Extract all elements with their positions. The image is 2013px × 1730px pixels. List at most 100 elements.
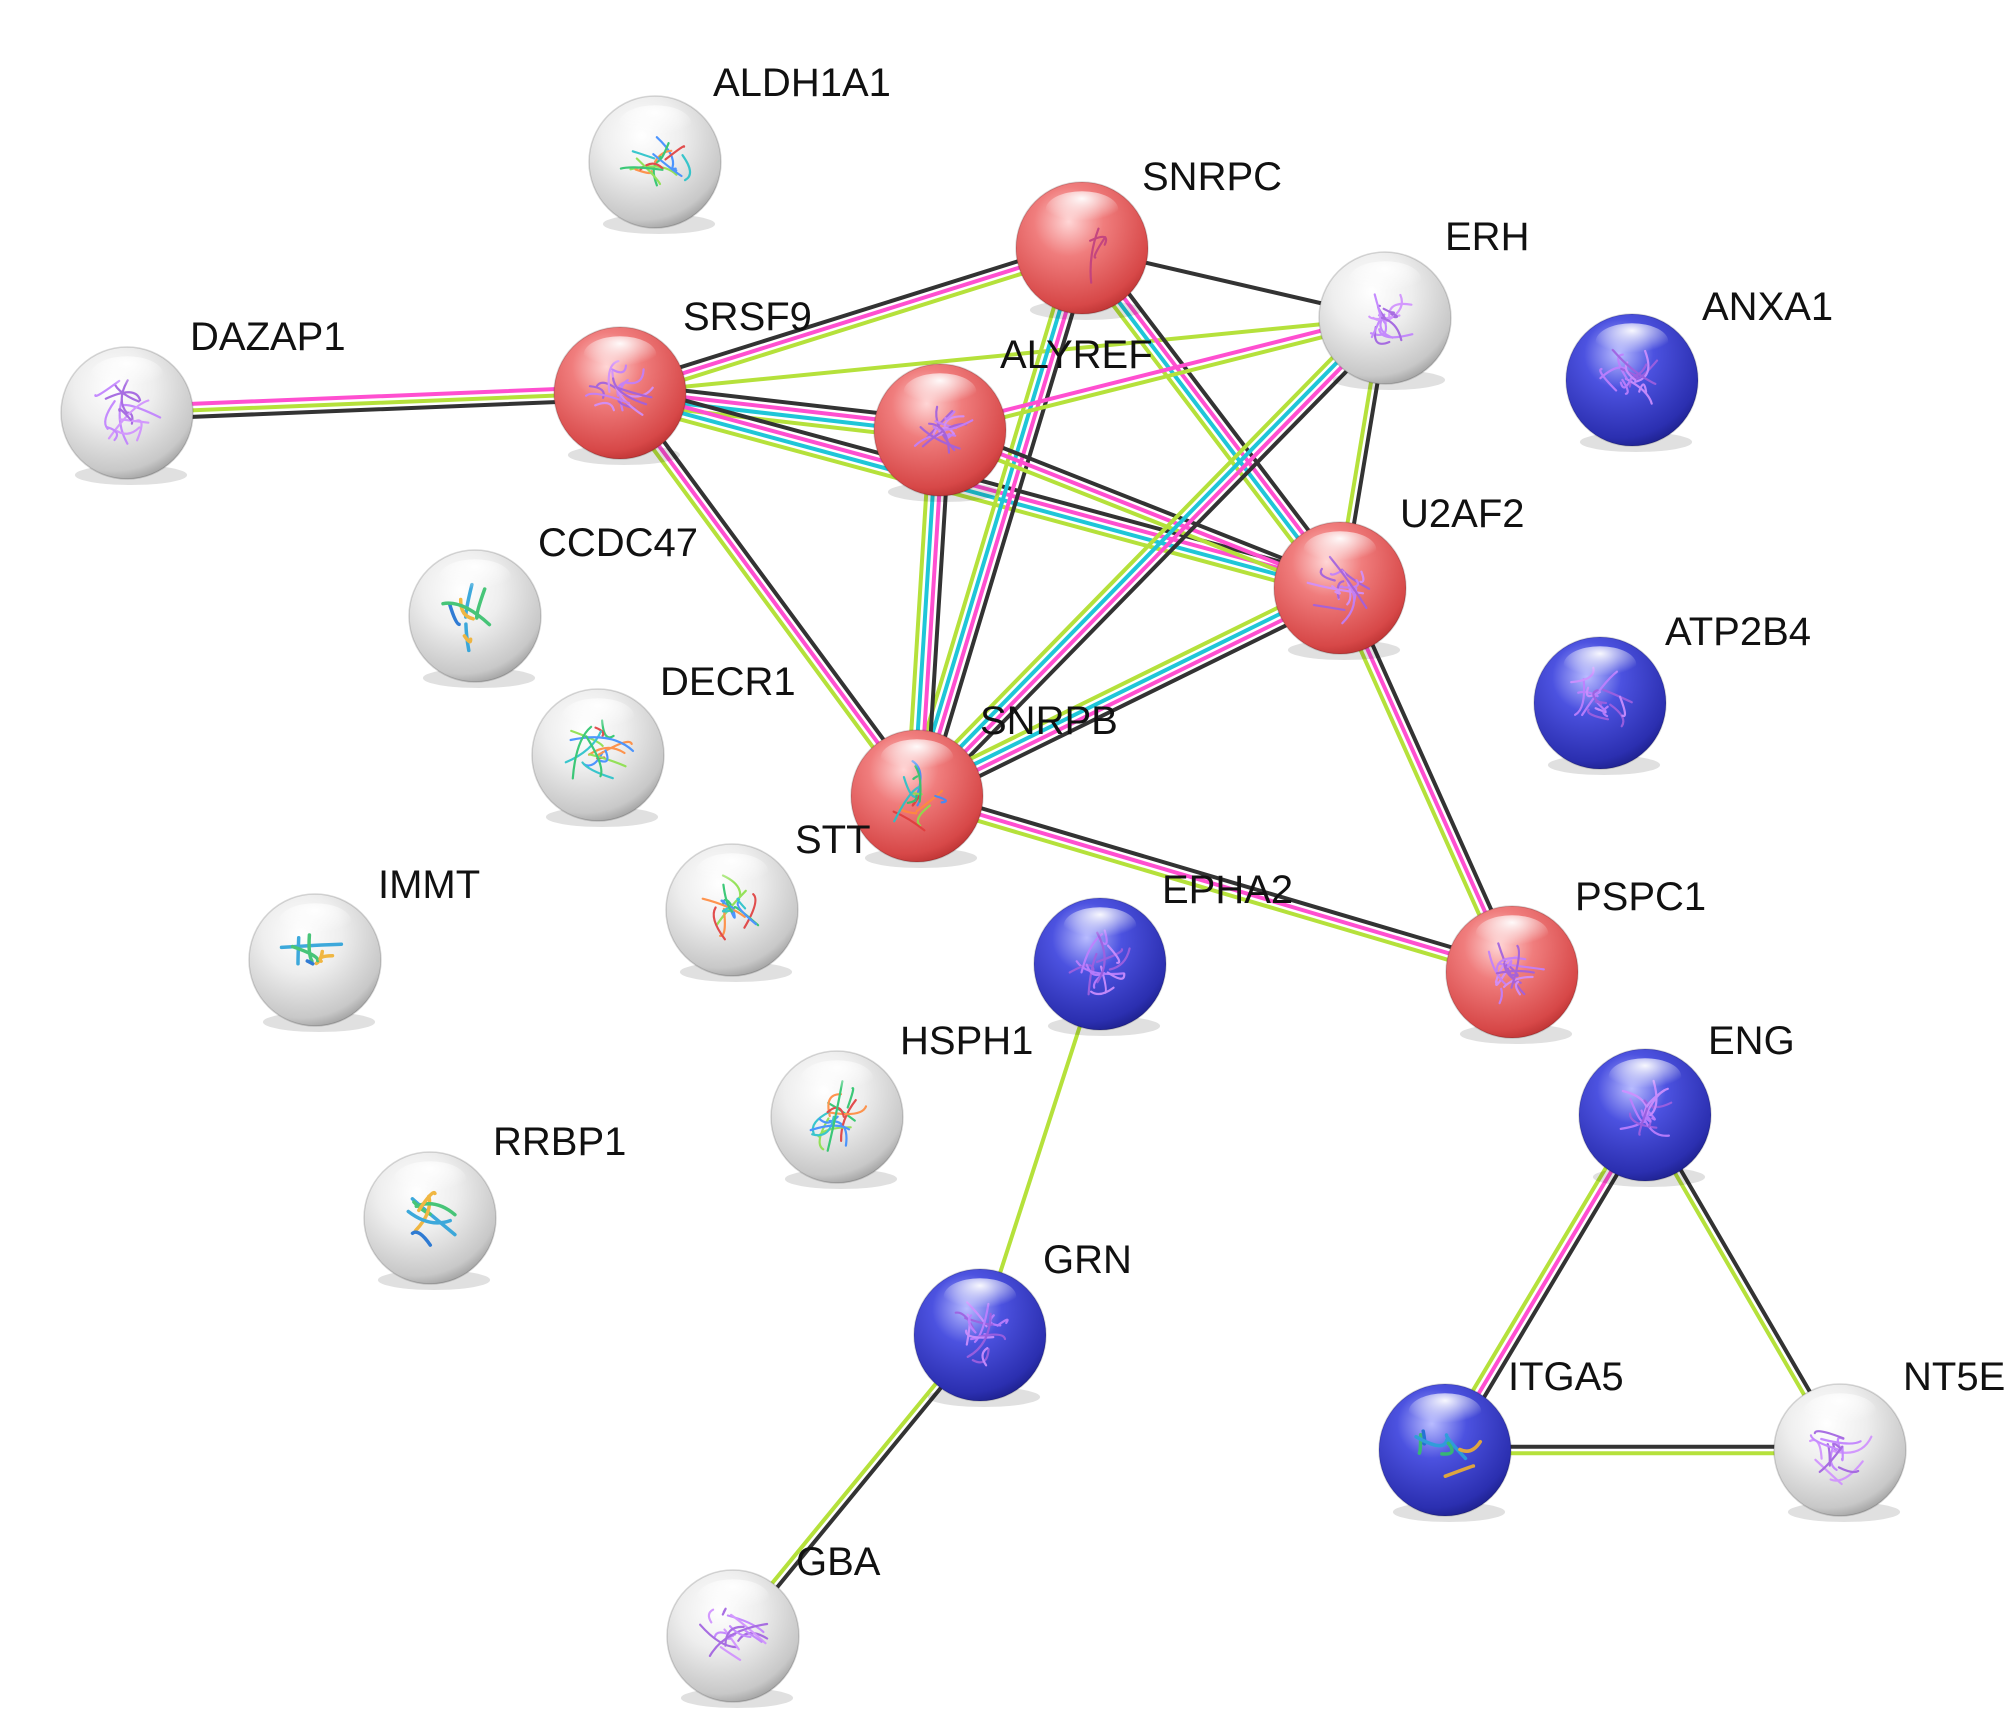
node-label-grn: GRN <box>1043 1238 1132 1282</box>
node-epha2[interactable]: EPHA2 <box>1033 868 1293 1036</box>
node-immt[interactable]: IMMT <box>248 863 480 1032</box>
edge-line-green <box>908 309 1381 792</box>
node-gba[interactable]: GBA <box>666 1540 881 1708</box>
protein-structure-icon <box>913 405 974 454</box>
node-highlight <box>1408 1393 1482 1431</box>
node-highlight <box>1475 915 1549 953</box>
node-aldh1a1[interactable]: ALDH1A1 <box>588 61 891 234</box>
node-anxa1[interactable]: ANXA1 <box>1565 285 1833 452</box>
node-highlight <box>393 1161 467 1199</box>
node-snrpc[interactable]: SNRPC <box>1015 155 1282 320</box>
edge-srsf9-snrpc[interactable] <box>616 239 1086 402</box>
node-label-ccdc47: CCDC47 <box>538 521 698 565</box>
edge-line-pink <box>124 384 622 409</box>
protein-structure-icon <box>954 1301 1009 1367</box>
node-srsf9[interactable]: SRSF9 <box>553 295 812 465</box>
edge-line-pink <box>915 794 1514 974</box>
edge-srsf9-erh[interactable] <box>618 316 1387 395</box>
node-atp2b4[interactable]: ATP2B4 <box>1533 610 1811 775</box>
protein-structure-icon <box>1414 1429 1483 1478</box>
protein-structure-icon <box>1306 555 1371 625</box>
node-decr1[interactable]: DECR1 <box>531 660 796 827</box>
edge-line-pink <box>618 246 1084 395</box>
node-label-rrbp1: RRBP1 <box>493 1120 626 1164</box>
node-label-epha2: EPHA2 <box>1162 868 1293 912</box>
node-highlight <box>695 853 769 891</box>
node-stt3a[interactable]: STT <box>665 818 871 982</box>
edge-line-green <box>1072 251 1335 596</box>
node-hsph1[interactable]: HSPH1 <box>770 1019 1033 1189</box>
node-label-erh: ERH <box>1445 215 1529 259</box>
node-itga5[interactable]: ITGA5 <box>1378 1355 1624 1522</box>
edge-erh-snrpb[interactable] <box>908 309 1394 805</box>
edge-line-green <box>618 316 1387 395</box>
protein-structure-icon <box>1809 1430 1873 1486</box>
node-erh[interactable]: ERH <box>1318 215 1529 390</box>
edge-line-green <box>1332 588 1509 977</box>
node-label-atp2b4: ATP2B4 <box>1665 610 1811 654</box>
node-highlight <box>1045 191 1119 229</box>
node-label-itga5: ITGA5 <box>1508 1355 1624 1399</box>
edge-line-cyan <box>912 313 1385 796</box>
edge-line-green <box>905 243 1075 796</box>
edge-u2af2-pspc1[interactable] <box>1332 583 1520 977</box>
node-alyref[interactable]: ALYREF <box>873 333 1153 502</box>
edge-srsf9-u2af2[interactable] <box>615 381 1345 600</box>
protein-structure-icon <box>1089 227 1108 284</box>
edge-line-cyan <box>617 394 1342 594</box>
node-highlight <box>880 739 954 777</box>
edge-snrpb-pspc1[interactable] <box>913 787 1516 981</box>
edge-line-green <box>935 434 1340 597</box>
node-highlight <box>438 559 512 597</box>
node-pspc1[interactable]: PSPC1 <box>1445 875 1706 1044</box>
protein-structure-icon <box>1368 293 1414 345</box>
edge-line-pink <box>1082 244 1345 589</box>
edge-line-black <box>1343 583 1520 972</box>
node-highlight <box>903 373 977 411</box>
edge-line-cyan <box>911 245 1081 798</box>
edge-alyref-u2af2[interactable] <box>935 421 1345 597</box>
node-rrbp1[interactable]: RRBP1 <box>363 1120 626 1290</box>
node-label-stt3a: STT <box>795 818 871 862</box>
edge-line-pink <box>917 318 1390 801</box>
node-dazap1[interactable]: DAZAP1 <box>60 315 346 485</box>
node-ccdc47[interactable]: CCDC47 <box>408 521 698 688</box>
node-highlight <box>90 356 164 394</box>
node-highlight <box>583 336 657 374</box>
node-nt5e[interactable]: NT5E <box>1773 1355 2005 1522</box>
edge-snrpc-u2af2[interactable] <box>1072 240 1350 596</box>
node-highlight <box>618 105 692 143</box>
node-label-nt5e: NT5E <box>1903 1355 2005 1399</box>
edge-line-pink <box>937 312 1387 429</box>
edge-line-green <box>615 400 1340 600</box>
edge-line-green <box>910 577 1338 790</box>
node-eng[interactable]: ENG <box>1578 1019 1795 1187</box>
edge-line-black <box>921 322 1394 805</box>
node-snrpb[interactable]: SNRPB <box>850 699 1118 868</box>
protein-structure-icon <box>701 874 760 941</box>
protein-structure-icon <box>1619 1079 1673 1137</box>
node-highlight <box>1563 646 1637 684</box>
edge-alyref-erh[interactable] <box>937 312 1388 436</box>
node-highlight <box>943 1278 1017 1316</box>
edge-u2af2-snrpb[interactable] <box>910 577 1347 807</box>
edge-dazap1-srsf9[interactable] <box>124 384 623 422</box>
node-highlight <box>1348 261 1422 299</box>
node-label-snrpb: SNRPB <box>980 699 1118 743</box>
edge-line-black <box>919 594 1347 807</box>
node-grn[interactable]: GRN <box>913 1238 1132 1407</box>
edge-srsf9-snrpb[interactable] <box>612 387 925 802</box>
node-u2af2[interactable]: U2AF2 <box>1273 492 1525 660</box>
node-label-anxa1: ANXA1 <box>1702 285 1833 329</box>
edge-line-pink <box>618 391 919 798</box>
node-label-srsf9: SRSF9 <box>683 295 812 339</box>
edge-line-green <box>612 394 914 802</box>
node-label-eng: ENG <box>1708 1019 1795 1063</box>
edge-line-pink <box>938 428 1342 590</box>
node-label-immt: IMMT <box>378 863 480 907</box>
edge-snrpc-snrpb[interactable] <box>905 243 1094 801</box>
node-label-u2af2: U2AF2 <box>1400 492 1525 536</box>
edge-line-pink <box>618 387 1343 587</box>
edge-line-black <box>916 787 1516 968</box>
